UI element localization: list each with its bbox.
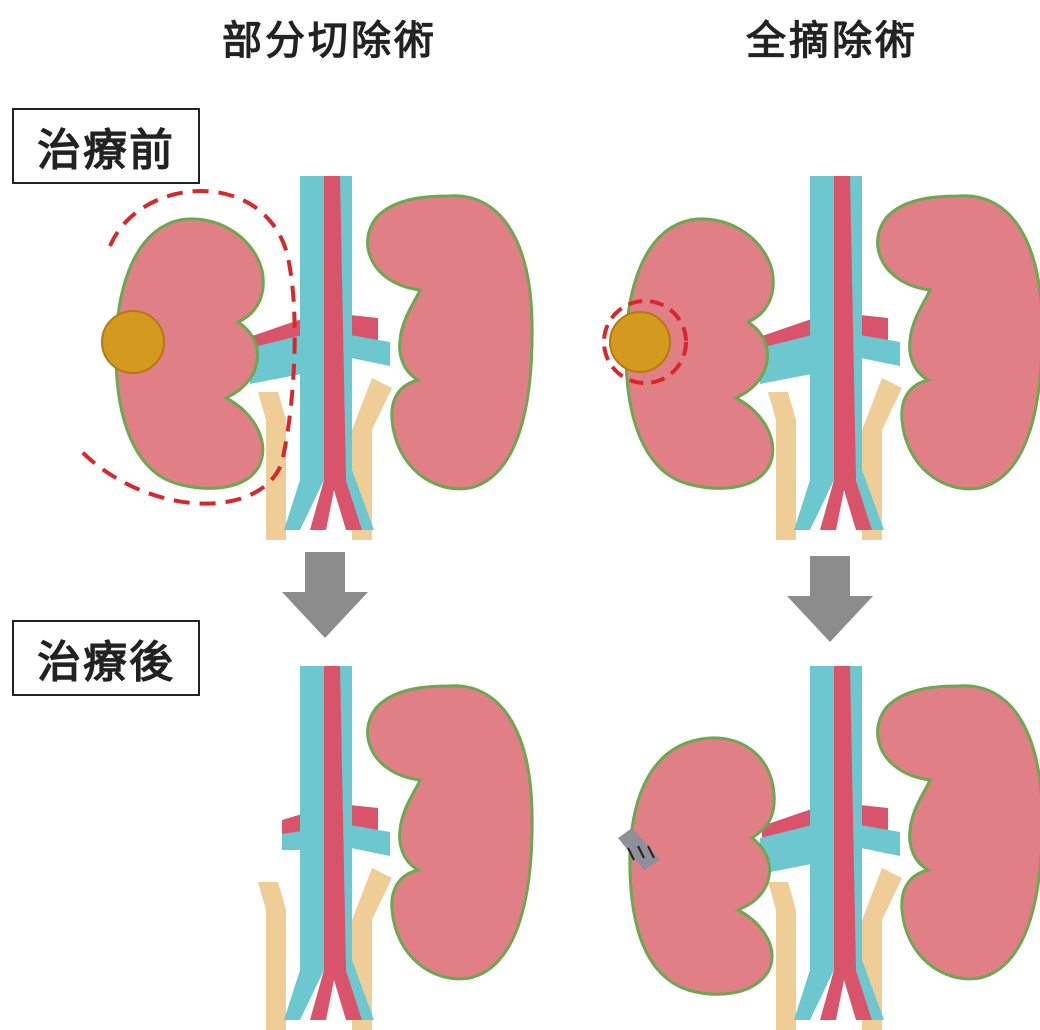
sutured-kidney	[618, 738, 774, 994]
tumor-marker	[102, 311, 164, 373]
partial-after-diagram	[258, 666, 532, 1030]
radical-after-diagram	[760, 666, 1040, 1030]
arrow-down-icon	[787, 556, 873, 642]
tumor-marker	[610, 312, 670, 372]
arrow-down-icon	[282, 552, 368, 638]
radical-before-diagram	[604, 176, 1040, 540]
partial-before-diagram	[82, 176, 532, 540]
